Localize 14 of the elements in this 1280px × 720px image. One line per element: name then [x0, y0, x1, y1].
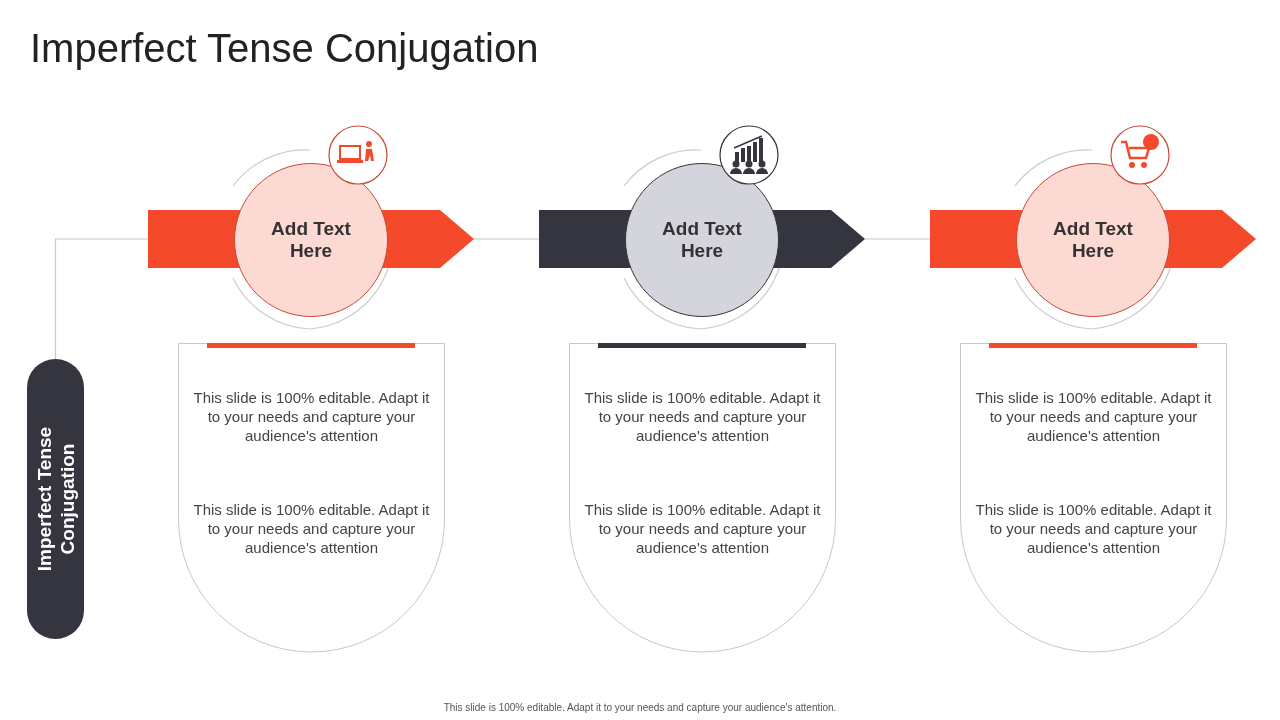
body-text: This slide is 100% editable. Adapt it to your needs and capture your audience's attention	[583, 388, 822, 445]
slide-title: Imperfect Tense Conjugation	[30, 26, 539, 71]
body-text: This slide is 100% editable. Adapt it to your needs and capture your audience's attention	[974, 500, 1213, 557]
body-text: This slide is 100% editable. Adapt it to your needs and capture your audience's attention	[974, 388, 1213, 445]
connector-line	[54, 238, 149, 360]
body-text: This slide is 100% editable. Adapt it to your needs and capture your audience's attention	[583, 500, 822, 557]
body-text: This slide is 100% editable. Adapt it to your needs and capture your audience's attention	[192, 500, 431, 557]
label-pill	[27, 359, 84, 639]
footer-note: This slide is 100% editable. Adapt it to your needs and capture your audience's attention.	[442, 702, 838, 713]
pill-label: Imperfect Tense Conjugation	[32, 425, 79, 574]
step-label: Add Text Here	[1052, 218, 1134, 262]
step-label: Add Text Here	[270, 218, 352, 262]
step-label: Add Text Here	[661, 218, 743, 262]
body-text: This slide is 100% editable. Adapt it to your needs and capture your audience's attention	[192, 388, 431, 445]
